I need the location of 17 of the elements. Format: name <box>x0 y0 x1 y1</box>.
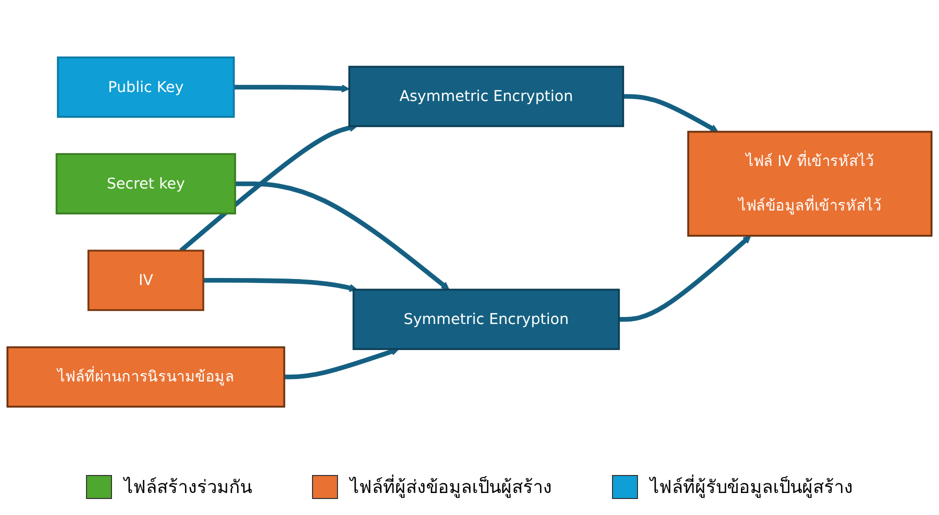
node-box: Public Key <box>56 56 235 118</box>
arrow <box>203 278 358 292</box>
node-box: ไฟล์ที่ผ่านการนิรนามข้อมูล <box>6 346 286 408</box>
arrow <box>618 235 752 322</box>
arrow <box>234 84 350 93</box>
legend-label: ไฟล์สร้างร่วมกัน <box>124 476 252 500</box>
arrow <box>179 124 358 252</box>
legend-label: ไฟล์ที่ผู้ส่งข้อมูลเป็นผู้สร้าง <box>350 472 552 501</box>
arrow <box>284 348 400 380</box>
node-box: Symmetric Encryption <box>352 288 620 350</box>
node-box: Secret key <box>56 153 236 214</box>
node-box: ไฟล์ IV ที่เข้ารหัสไว้ ไฟล์ข้อมูลที่เข้ารหัสไว้ <box>687 130 932 237</box>
legend-label: ไฟล์ที่ผู้รับข้อมูลเป็นผู้สร้าง <box>650 472 853 501</box>
arrow <box>235 181 450 290</box>
arrow <box>623 94 718 132</box>
node-box: Asymmetric Encryption <box>348 66 624 128</box>
node-box: IV <box>87 250 204 311</box>
